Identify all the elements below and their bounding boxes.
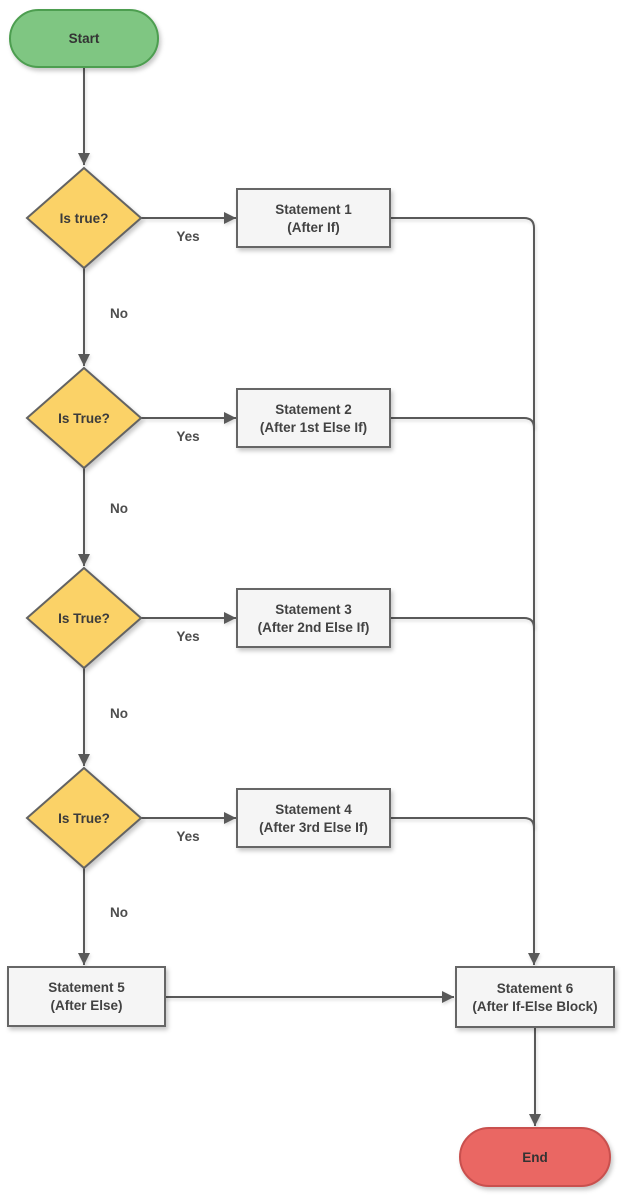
edge-label-no-3: No xyxy=(110,706,128,721)
statement-6-node: Statement 6 (After If-Else Block) xyxy=(455,966,615,1028)
edge-label-yes-4: Yes xyxy=(176,829,199,844)
decision-3-label: Is True? xyxy=(58,611,110,626)
statement-4-subtitle: (After 3rd Else If) xyxy=(259,820,368,835)
decision-1-shape xyxy=(25,166,143,270)
decision-4-label: Is True? xyxy=(58,811,110,826)
statement-4-node: Statement 4 (After 3rd Else If) xyxy=(236,788,391,848)
decision-4-shape xyxy=(25,766,143,870)
decision-2-node: Is True? xyxy=(25,366,143,470)
edge-label-no-1: No xyxy=(110,306,128,321)
statement-2-subtitle: (After 1st Else If) xyxy=(260,420,367,435)
decision-2-shape xyxy=(25,366,143,470)
edges xyxy=(78,67,541,1126)
statement-5-shape xyxy=(7,966,166,1027)
statement-3-shape xyxy=(236,588,391,648)
edge-label-yes-2: Yes xyxy=(176,429,199,444)
statement-3-node: Statement 3 (After 2nd Else If) xyxy=(236,588,391,648)
decision-1-label: Is true? xyxy=(60,211,109,226)
edge-label-yes-1: Yes xyxy=(176,229,199,244)
decision-3-node: Is True? xyxy=(25,566,143,670)
end-label: End xyxy=(522,1150,548,1165)
statement-6-title: Statement 6 xyxy=(497,981,574,996)
decision-4-node: Is True? xyxy=(25,766,143,870)
statement-5-node: Statement 5 (After Else) xyxy=(7,966,166,1027)
start-shape xyxy=(9,9,159,68)
statement-1-node: Statement 1 (After If) xyxy=(236,188,391,248)
edge-statement2-to-collector xyxy=(390,417,535,429)
start-node: Start xyxy=(9,9,159,68)
statement-6-shape xyxy=(455,966,615,1028)
statement-1-title: Statement 1 xyxy=(275,202,352,217)
statement-2-node: Statement 2 (After 1st Else If) xyxy=(236,388,391,448)
start-label: Start xyxy=(69,31,100,46)
statement-4-title: Statement 4 xyxy=(275,802,352,817)
nodes: Start Is true? Statement 1 (After If) Is… xyxy=(7,9,615,1187)
edge-label-yes-3: Yes xyxy=(176,629,199,644)
decision-2-label: Is True? xyxy=(58,411,110,426)
edge-labels: Yes No Yes No Yes No Yes No xyxy=(110,229,200,920)
statement-2-title: Statement 2 xyxy=(275,402,352,417)
edge-statement3-to-collector xyxy=(390,617,535,629)
statement-3-title: Statement 3 xyxy=(275,602,352,617)
statement-4-shape xyxy=(236,788,391,848)
end-node: End xyxy=(459,1127,611,1187)
statement-6-subtitle: (After If-Else Block) xyxy=(472,999,597,1014)
edge-label-no-4: No xyxy=(110,905,128,920)
statement-3-subtitle: (After 2nd Else If) xyxy=(258,620,370,635)
decision-1-node: Is true? xyxy=(25,166,143,270)
statement-1-shape xyxy=(236,188,391,248)
statement-5-title: Statement 5 xyxy=(48,980,125,995)
edge-statement1-to-statement6 xyxy=(390,217,540,965)
edge-statement4-to-collector xyxy=(390,817,535,829)
statement-1-subtitle: (After If) xyxy=(287,220,340,235)
edge-label-no-2: No xyxy=(110,501,128,516)
statement-5-subtitle: (After Else) xyxy=(50,998,122,1013)
end-shape xyxy=(459,1127,611,1187)
decision-3-shape xyxy=(25,566,143,670)
statement-2-shape xyxy=(236,388,391,448)
